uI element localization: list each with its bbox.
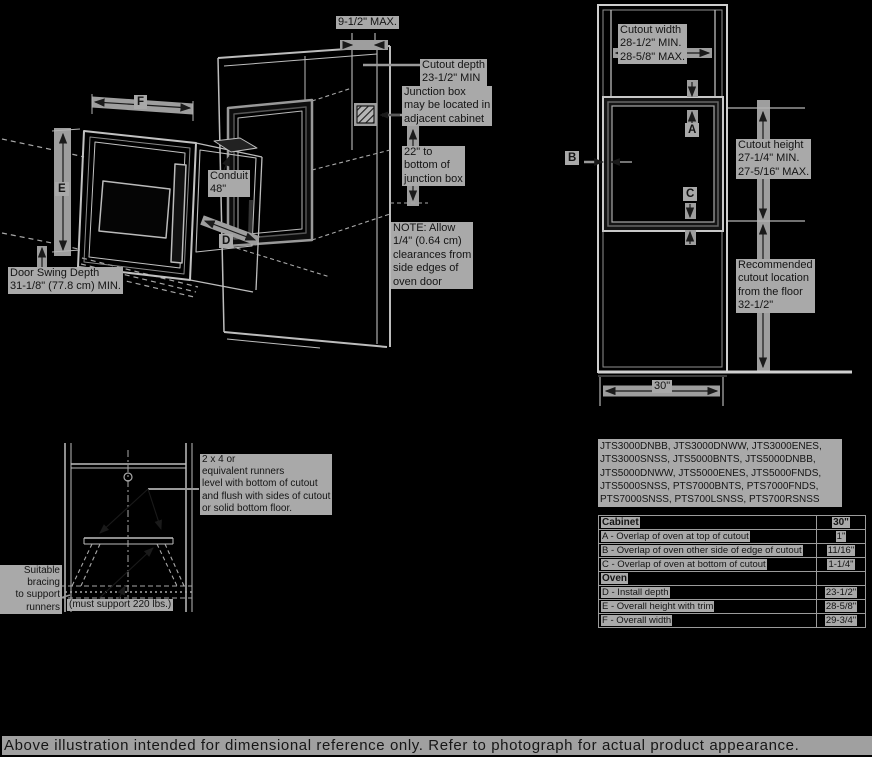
dim-9-half xyxy=(340,40,388,50)
table-row: Oven xyxy=(598,571,866,586)
page-caption: Above illustration intended for dimensio… xyxy=(2,736,872,755)
door-swing-leader xyxy=(37,246,47,270)
label-f: F xyxy=(134,95,148,110)
table-cell-label: E - Overall height with trim xyxy=(601,601,715,612)
table-cell-label: Cabinet xyxy=(601,517,640,528)
table-cell-value: 30" xyxy=(832,517,850,528)
label-9-half-max: 9-1/2" MAX. xyxy=(336,16,399,30)
conduit-box xyxy=(213,137,258,153)
dim-a xyxy=(687,80,698,124)
table-cell-value: 11/16" xyxy=(826,545,856,556)
dim-d xyxy=(200,215,260,246)
table-row: A - Overlap of oven at top of cutout 1" xyxy=(598,529,866,544)
oven-rear-frame xyxy=(189,137,263,293)
table-cell-value: 1" xyxy=(835,531,847,542)
junction-box-hatch-icon xyxy=(356,105,375,124)
table-cell-label: Oven xyxy=(601,573,629,584)
table-cell-label: A - Overlap of oven at top of cutout xyxy=(601,531,750,542)
label-must-support: (must support 220 lbs.) xyxy=(67,599,174,612)
label-a: A xyxy=(685,123,700,138)
table-cell-label: F - Overall width xyxy=(601,615,673,626)
label-conduit: Conduit 48" xyxy=(208,170,250,197)
table-cell-label: D - Install depth xyxy=(601,587,670,598)
table-cell-value: 28-5/8" xyxy=(824,601,858,612)
brace-dashes xyxy=(71,543,186,589)
label-runners-note: 2 x 4 or equivalent runners level with b… xyxy=(200,454,333,515)
label-suitable-bracing: Suitable bracing to support runners xyxy=(0,565,62,614)
floor-hatch xyxy=(60,585,192,599)
label-e: E xyxy=(55,182,69,197)
oven-door-handle xyxy=(170,163,187,264)
label-recommended-location: Recommended cutout location from the flo… xyxy=(736,259,815,313)
centerline xyxy=(123,450,133,600)
label-c: C xyxy=(683,187,698,202)
model-number-list: JTS3000DNBB, JTS3000DNWW, JTS3000ENES, J… xyxy=(598,439,842,508)
table-cell-value: 29-3/4" xyxy=(824,615,858,626)
label-b: B xyxy=(565,151,580,166)
table-row: E - Overall height with trim 28-5/8" xyxy=(598,599,866,614)
label-d: D xyxy=(219,234,234,249)
label-30in: 30" xyxy=(652,380,673,394)
right-front-view-drawing xyxy=(584,4,852,406)
table-cell-value: 23-1/2" xyxy=(824,587,858,598)
cabinet-depth-dashes xyxy=(229,87,391,278)
table-row: C - Overlap of oven at bottom of cutout 1… xyxy=(598,557,866,572)
table-row: Cabinet 30" xyxy=(598,515,866,530)
runner-leaders xyxy=(56,488,199,610)
table-cell-label: C - Overlap of oven at bottom of cutout xyxy=(601,559,767,570)
table-cell-value: 1-1/4" xyxy=(827,559,855,570)
table-row: D - Install depth 23-1/2" xyxy=(598,585,866,600)
dim-c xyxy=(685,203,696,245)
conduit-leader-arrow xyxy=(222,155,230,171)
runners-drawing xyxy=(56,443,199,612)
oven-front xyxy=(77,130,197,281)
label-junction-box: Junction box may be located in adjacent … xyxy=(402,86,493,127)
label-cutout-depth: Cutout depth 23-1/2" MIN xyxy=(420,59,487,86)
label-22-junction: 22" to bottom of junction box xyxy=(402,146,465,187)
left-isometric-drawing xyxy=(1,33,428,349)
label-door-swing: Door Swing Depth 31-1/8" (77.8 cm) MIN. xyxy=(8,267,123,294)
table-row: B - Overlap of oven other side of edge o… xyxy=(598,543,866,558)
table-cell-label: B - Overlap of oven other side of edge o… xyxy=(601,545,803,556)
label-cutout-height: Cutout height 27-1/4" MIN. 27-5/16" MAX. xyxy=(736,139,812,180)
table-row: F - Overall width 29-3/4" xyxy=(598,613,866,628)
label-cutout-width: Cutout width 28-1/2" MIN. 28-5/8" MAX. xyxy=(618,24,688,65)
label-note-clearance: NOTE: Allow 1/4" (0.64 cm) clearances fr… xyxy=(391,222,474,290)
oven-front-frame xyxy=(602,96,724,232)
